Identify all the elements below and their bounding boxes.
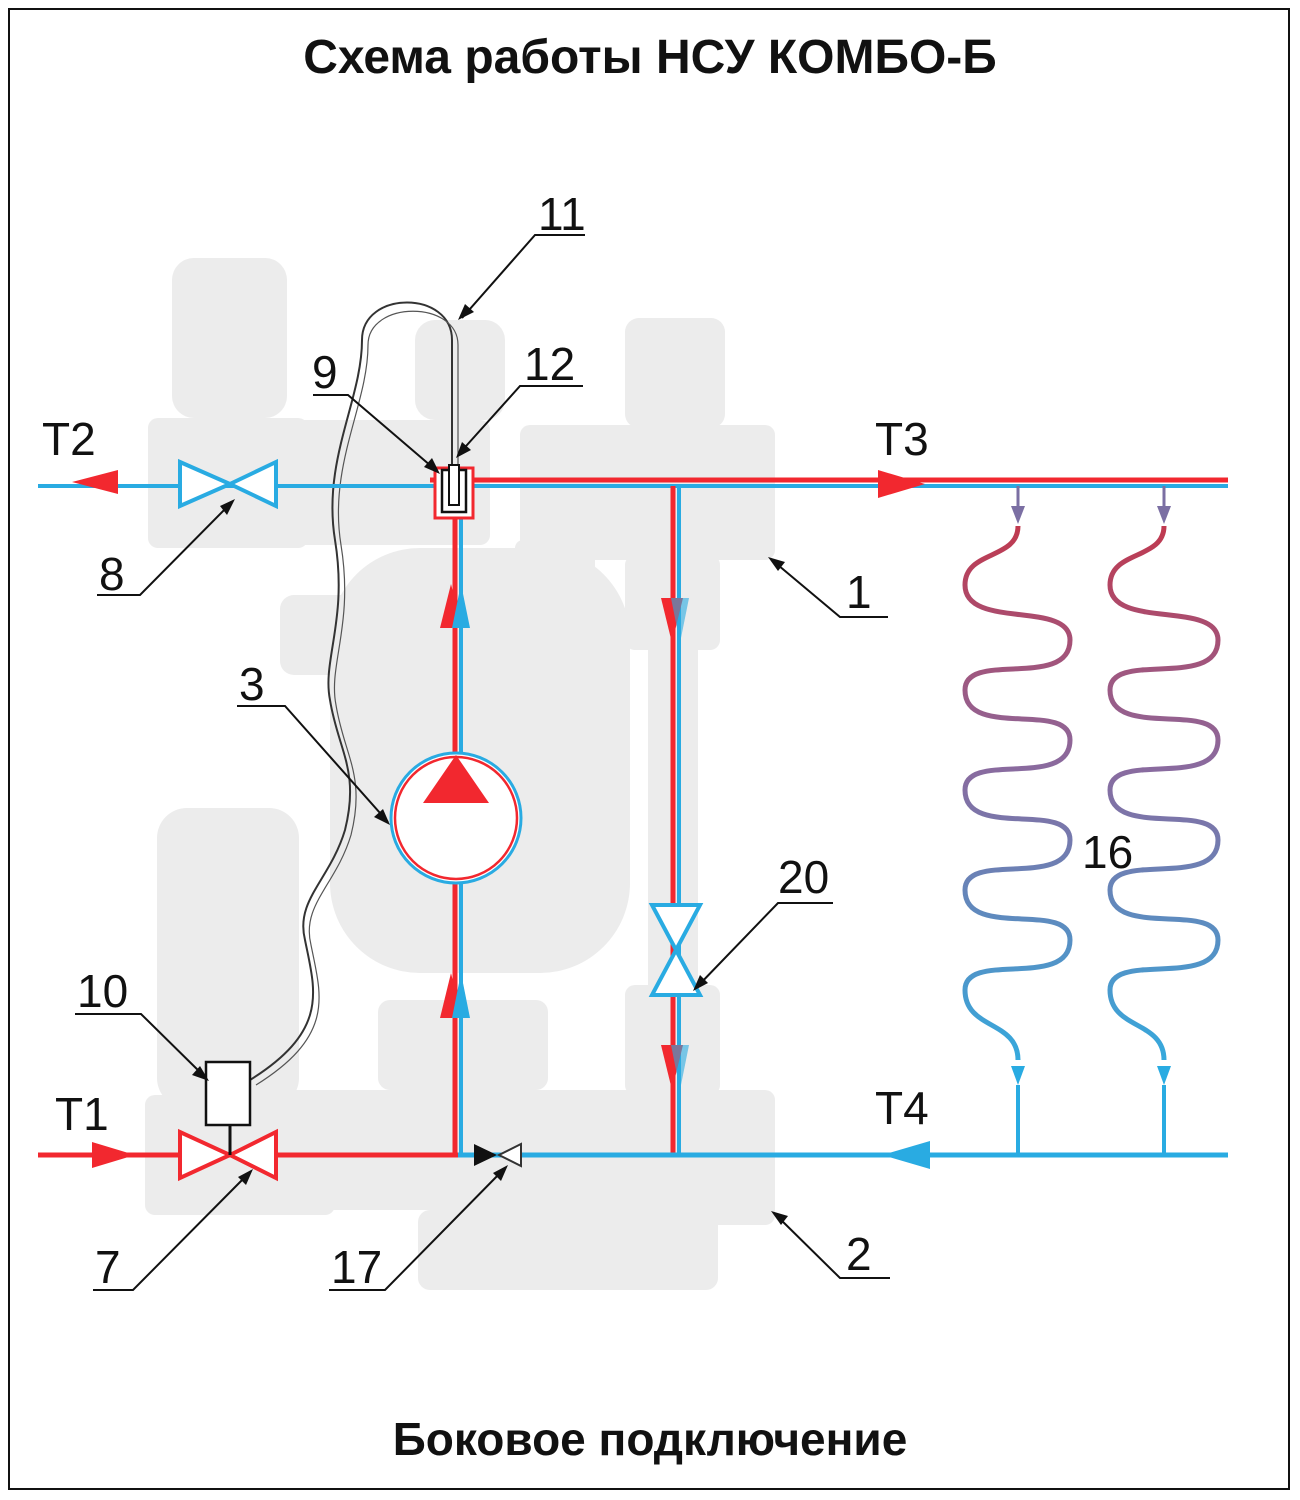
callout-10: 10 bbox=[77, 965, 128, 1017]
callout-labels: 11 9 12 8 1 3 16 20 10 7 17 2 bbox=[77, 188, 1133, 1293]
arrow-t3 bbox=[878, 470, 925, 498]
callout-16: 16 bbox=[1082, 826, 1133, 878]
heating-loop-2 bbox=[1107, 486, 1221, 1155]
callout-8: 8 bbox=[99, 548, 125, 600]
heating-loop-1 bbox=[962, 486, 1073, 1155]
actuator-10 bbox=[204, 1060, 252, 1127]
check-valve-17 bbox=[474, 1142, 522, 1168]
diagram-title: Схема работы НСУ КОМБО-Б bbox=[303, 31, 997, 84]
callout-3: 3 bbox=[239, 658, 265, 710]
callout-17: 17 bbox=[331, 1241, 382, 1293]
callout-1: 1 bbox=[846, 566, 872, 618]
valve-7 bbox=[178, 1125, 278, 1182]
port-t2: T2 bbox=[42, 413, 96, 465]
callout-12: 12 bbox=[524, 338, 575, 390]
arrow-t2 bbox=[72, 470, 118, 494]
pump-3 bbox=[389, 751, 523, 885]
arrow-t4 bbox=[882, 1141, 930, 1169]
port-t3: T3 bbox=[875, 413, 929, 465]
callout-11: 11 bbox=[538, 188, 586, 240]
port-t1: T1 bbox=[55, 1088, 109, 1140]
arrow-t1 bbox=[92, 1142, 135, 1168]
callout-7: 7 bbox=[95, 1241, 121, 1293]
unit-body-silhouette bbox=[145, 258, 775, 1290]
bypass-column bbox=[670, 486, 681, 1155]
diagram-subtitle: Боковое подключение bbox=[392, 1413, 908, 1465]
leader-lines bbox=[75, 234, 890, 1291]
port-labels: T2 T3 T1 T4 bbox=[42, 413, 929, 1140]
callout-9: 9 bbox=[312, 346, 338, 398]
valve-20 bbox=[648, 903, 704, 997]
arrow-bypass-lower-edge bbox=[671, 1045, 689, 1090]
arrow-bypass-upper-edge bbox=[671, 598, 689, 643]
callout-2: 2 bbox=[846, 1228, 872, 1280]
capillary-tube bbox=[249, 301, 453, 1081]
callout-20: 20 bbox=[778, 851, 829, 903]
capillary-tube-inner bbox=[255, 310, 459, 1086]
valve-8 bbox=[178, 458, 278, 510]
diagram-frame bbox=[8, 8, 1290, 1490]
heating-loops bbox=[962, 486, 1221, 1155]
port-t4: T4 bbox=[875, 1082, 929, 1134]
arrow-riser-upper-edge bbox=[452, 584, 470, 628]
flow-arrows bbox=[72, 470, 930, 1169]
thermal-sensor-12 bbox=[448, 464, 460, 506]
arrow-riser-lower-edge bbox=[452, 973, 470, 1018]
